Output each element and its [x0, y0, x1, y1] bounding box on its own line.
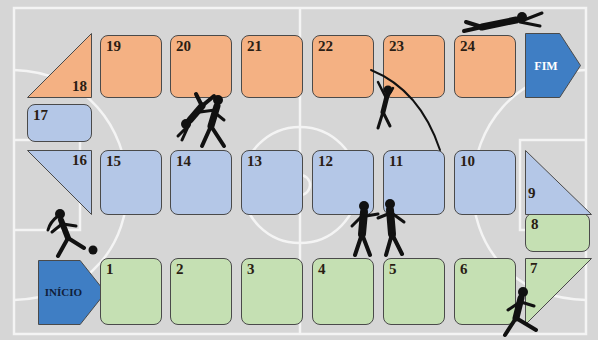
space-number: 4 — [318, 262, 326, 277]
space-number: 23 — [389, 39, 404, 54]
space-number: 15 — [106, 154, 121, 169]
board-space: 14 — [170, 150, 232, 215]
space-number: 12 — [318, 154, 333, 169]
space-outline — [525, 150, 592, 215]
board-space: 3 — [241, 258, 303, 325]
board-space: 20 — [170, 35, 232, 98]
space-number: 20 — [176, 39, 191, 54]
space-number: 6 — [460, 262, 468, 277]
space-number: 24 — [460, 39, 475, 54]
board-space: 10 — [454, 150, 516, 215]
triangle-space: 18 — [27, 33, 92, 98]
space-number: 10 — [460, 154, 475, 169]
space-number: 18 — [72, 79, 87, 94]
space-number: 21 — [247, 39, 262, 54]
court-lines — [14, 8, 586, 334]
space-number: 2 — [176, 262, 184, 277]
space-number: 19 — [106, 39, 121, 54]
space-number: 8 — [531, 217, 539, 232]
board-space: 11 — [383, 150, 445, 215]
space-number: 17 — [33, 108, 48, 123]
space-number: 5 — [389, 262, 397, 277]
volleyball-diver — [464, 12, 542, 31]
board-space: 24 — [454, 35, 516, 98]
board-space: 17 — [27, 104, 92, 142]
board-space: 4 — [312, 258, 374, 325]
judo-players — [178, 94, 224, 146]
triangle-space: 7 — [525, 258, 592, 325]
space-number: 1 — [106, 262, 114, 277]
board-space: 21 — [241, 35, 303, 98]
space-number: 22 — [318, 39, 333, 54]
space-number: 16 — [72, 153, 87, 168]
board-space: 13 — [241, 150, 303, 215]
board-space: 23 — [383, 35, 445, 98]
arrow-space: INÍCIO — [38, 260, 106, 325]
board-space: 12 — [312, 150, 374, 215]
football-player — [48, 209, 98, 256]
space-number: 9 — [528, 186, 536, 201]
space-number: 14 — [176, 154, 191, 169]
board-space: 19 — [100, 35, 162, 98]
space-number: 11 — [389, 154, 403, 169]
space-label: INÍCIO — [45, 287, 82, 298]
arrow-space: FIM — [525, 33, 581, 98]
board-space: 22 — [312, 35, 374, 98]
triangle-space: 9 — [525, 150, 592, 215]
board-space: 8 — [525, 213, 590, 252]
basketball-players — [352, 199, 404, 255]
triangle-space: 16 — [27, 150, 92, 215]
space-label: FIM — [534, 60, 557, 72]
space-number: 7 — [530, 261, 538, 276]
space-number: 3 — [247, 262, 255, 277]
board-space: 1 — [100, 258, 162, 325]
board-space: 2 — [170, 258, 232, 325]
runner — [505, 287, 536, 335]
space-number: 13 — [247, 154, 262, 169]
pole-vaulter — [371, 70, 440, 150]
board-space: 5 — [383, 258, 445, 325]
board-space: 6 — [454, 258, 516, 325]
board-space: 15 — [100, 150, 162, 215]
